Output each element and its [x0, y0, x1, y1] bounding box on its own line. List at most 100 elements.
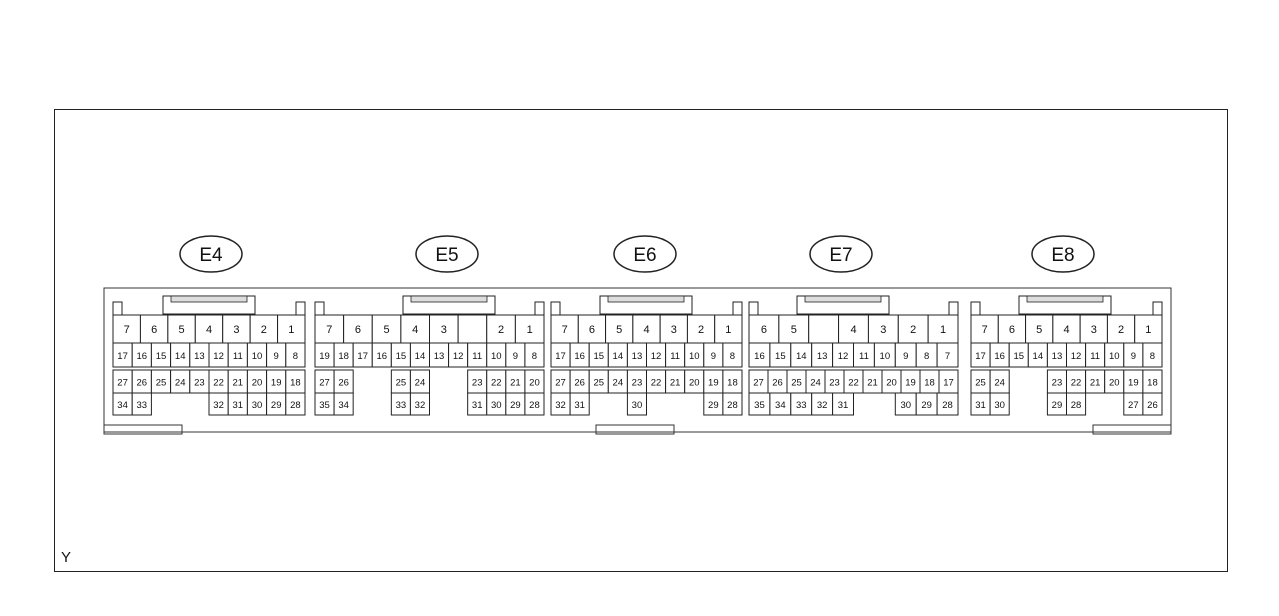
terminal-cavity — [514, 314, 545, 344]
terminal-number: 27 — [319, 378, 330, 389]
terminal-number: 5 — [791, 324, 797, 336]
terminal-number: 35 — [754, 400, 765, 411]
terminal-number: 13 — [817, 351, 828, 362]
terminal-number: 7 — [326, 324, 332, 336]
terminal-number: 31 — [975, 400, 986, 411]
terminal-number: 5 — [1036, 324, 1042, 336]
terminal-number: 29 — [271, 400, 282, 411]
terminal-number: 24 — [415, 378, 426, 389]
terminal-number: 17 — [975, 351, 986, 362]
terminal-number: 5 — [616, 324, 622, 336]
terminal-number: 14 — [613, 351, 624, 362]
terminal-number: 9 — [513, 351, 518, 362]
terminal-number: 22 — [1071, 378, 1082, 389]
terminal-cavity — [936, 392, 959, 416]
terminal-cavity — [249, 314, 279, 344]
terminal-number: 5 — [179, 324, 185, 336]
terminal-number: 20 — [252, 378, 263, 389]
terminal-number: 12 — [838, 351, 849, 362]
terminal-number: 5 — [384, 324, 390, 336]
side-post-right — [295, 301, 306, 316]
terminal-number: 20 — [886, 378, 897, 389]
terminal-number: 27 — [753, 378, 764, 389]
terminal-number: 3 — [1091, 324, 1097, 336]
terminal-number: 18 — [727, 378, 738, 389]
terminal-number: 24 — [994, 378, 1005, 389]
terminal-cavity — [1106, 314, 1136, 344]
side-post-left — [314, 301, 325, 316]
terminal-number: 33 — [796, 400, 807, 411]
terminal-number: 26 — [137, 378, 148, 389]
terminal-number: 7 — [982, 324, 988, 336]
terminal-cavity — [1066, 392, 1087, 416]
connector-label-ellipse — [1031, 235, 1095, 273]
terminal-number: 8 — [730, 351, 735, 362]
terminal-cavity — [333, 392, 354, 416]
terminal-number: 29 — [921, 400, 932, 411]
terminal-number: 27 — [117, 378, 128, 389]
terminal-number: 32 — [817, 400, 828, 411]
terminal-number: 30 — [491, 400, 502, 411]
terminal-number: 17 — [943, 378, 954, 389]
lock-tab-latch — [170, 295, 248, 303]
side-post-left — [550, 301, 561, 316]
terminal-number: 10 — [491, 351, 502, 362]
terminal-number: 11 — [1090, 351, 1100, 362]
terminal-number: 16 — [574, 351, 585, 362]
terminal-cavity — [524, 392, 545, 416]
terminal-cavity — [838, 314, 869, 344]
terminal-cavity — [285, 392, 306, 416]
terminal-number: 22 — [213, 378, 224, 389]
terminal-number: 13 — [194, 351, 205, 362]
terminal-number: 32 — [415, 400, 426, 411]
terminal-number: 1 — [1145, 324, 1151, 336]
terminal-number: 25 — [396, 378, 407, 389]
side-post-right — [1152, 301, 1163, 316]
connector-label-ellipse — [179, 235, 243, 273]
connector-label: E7 — [829, 245, 852, 266]
terminal-cavity — [457, 314, 488, 344]
terminal-number: 13 — [434, 351, 445, 362]
terminal-number: 25 — [156, 378, 167, 389]
terminal-number: 34 — [775, 400, 786, 411]
terminal-number: 8 — [924, 351, 929, 362]
terminal-number: 3 — [880, 324, 886, 336]
side-post-left — [748, 301, 759, 316]
terminal-number: 32 — [555, 400, 566, 411]
terminal-number: 9 — [711, 351, 716, 362]
terminal-number: 16 — [377, 351, 388, 362]
terminal-cavity — [867, 314, 899, 344]
terminal-number: 22 — [491, 378, 502, 389]
connector-label-ellipse — [809, 235, 873, 273]
terminal-number: 10 — [1109, 351, 1120, 362]
connector-label: E8 — [1051, 245, 1074, 266]
terminal-cavity — [714, 314, 743, 344]
terminal-number: 12 — [651, 351, 662, 362]
terminal-number: 3 — [441, 324, 447, 336]
side-post-right — [534, 301, 545, 316]
terminal-cavity — [486, 314, 516, 344]
terminal-number: 6 — [355, 324, 361, 336]
terminal-cavity — [131, 392, 152, 416]
terminal-cavity — [626, 392, 648, 416]
terminal-number: 15 — [1013, 351, 1024, 362]
terminal-number: 2 — [498, 324, 504, 336]
terminal-cavity — [936, 342, 959, 368]
terminal-number: 31 — [574, 400, 585, 411]
terminal-number: 33 — [137, 400, 148, 411]
connector-label-ellipse — [613, 235, 677, 273]
terminal-number: 3 — [671, 324, 677, 336]
terminal-number: 23 — [829, 378, 840, 389]
terminal-number: 2 — [698, 324, 704, 336]
terminal-number: 25 — [975, 378, 986, 389]
terminal-number: 4 — [643, 324, 649, 336]
terminal-number: 19 — [708, 378, 719, 389]
terminal-number: 11 — [472, 351, 482, 362]
terminal-number: 32 — [213, 400, 224, 411]
terminal-number: 9 — [903, 351, 908, 362]
terminal-number: 21 — [867, 378, 878, 389]
terminal-cavity — [989, 392, 1010, 416]
diagram-frame — [54, 109, 1228, 572]
terminal-number: 18 — [1147, 378, 1158, 389]
